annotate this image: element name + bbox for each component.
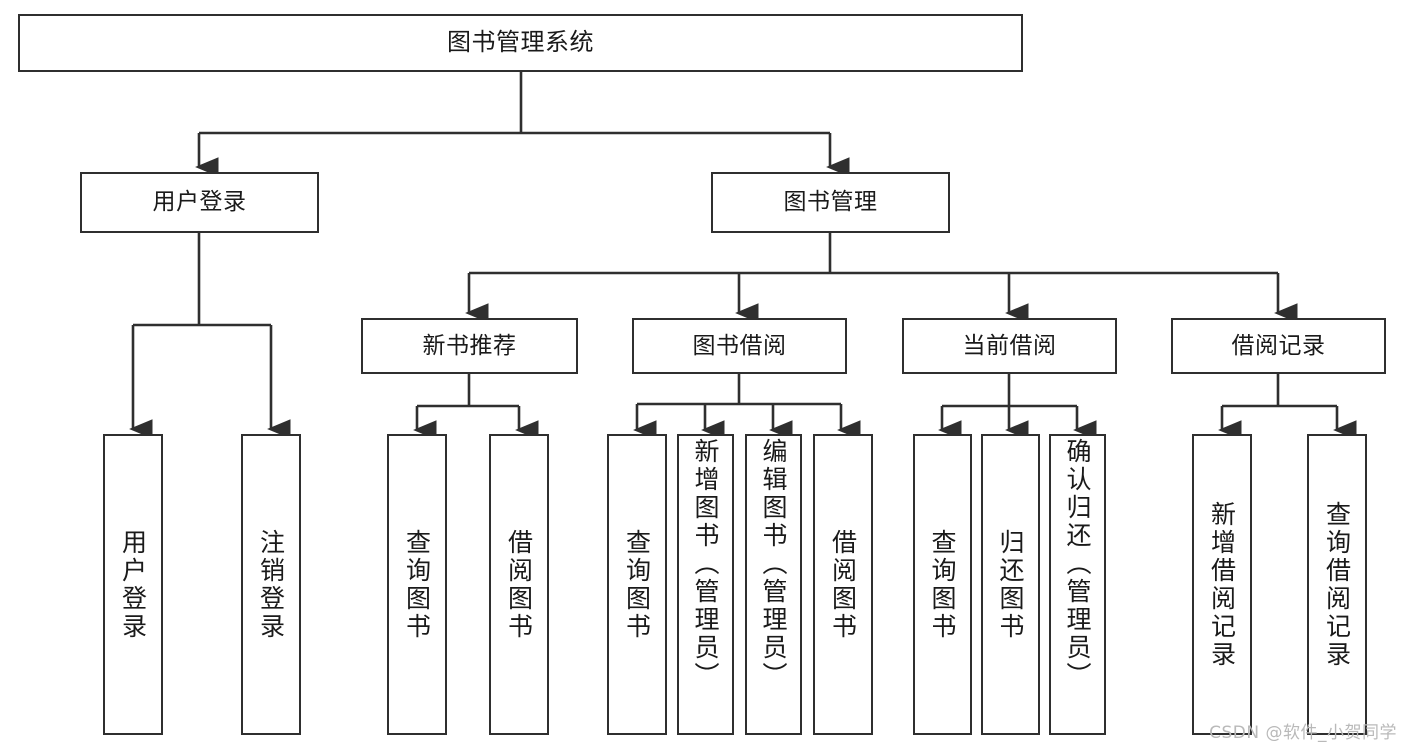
leaf-return-book[interactable]: 归还图书 [981, 434, 1040, 735]
node-root-book-management-system[interactable]: 图书管理系统 [18, 14, 1023, 72]
node-label: 确认归还（管理员） [1063, 438, 1092, 690]
node-book-borrowing[interactable]: 图书借阅 [632, 318, 847, 374]
leaf-logout[interactable]: 注销登录 [241, 434, 301, 735]
node-label: 查询图书 [622, 528, 652, 641]
leaf-edit-book-admin[interactable]: 编辑图书（管理员） [745, 434, 802, 735]
leaf-query-borrowing-record[interactable]: 查询借阅记录 [1307, 434, 1367, 735]
node-user-login[interactable]: 用户登录 [80, 172, 319, 233]
leaf-query-book-recommendation[interactable]: 查询图书 [387, 434, 447, 735]
node-label: 新增借阅记录 [1207, 500, 1237, 669]
csdn-watermark: CSDN @软件_小贺同学 [1209, 723, 1397, 743]
leaf-user-login[interactable]: 用户登录 [103, 434, 163, 735]
node-label: 查询图书 [928, 528, 957, 641]
node-current-borrowing[interactable]: 当前借阅 [902, 318, 1117, 374]
node-label: 用户登录 [152, 189, 247, 216]
leaf-query-book-current[interactable]: 查询图书 [913, 434, 972, 735]
node-label: 借阅记录 [1231, 332, 1326, 359]
node-label: 查询图书 [402, 528, 432, 641]
node-label: 新书推荐 [422, 332, 517, 359]
node-borrowing-record[interactable]: 借阅记录 [1171, 318, 1386, 374]
node-label: 归还图书 [996, 528, 1025, 641]
node-label: 查询借阅记录 [1322, 500, 1352, 669]
node-label: 借阅图书 [828, 528, 858, 641]
leaf-borrow-book-recommendation[interactable]: 借阅图书 [489, 434, 549, 735]
leaf-confirm-return-admin[interactable]: 确认归还（管理员） [1049, 434, 1106, 735]
node-label: 编辑图书（管理员） [759, 438, 788, 690]
leaf-borrow-book-borrowing[interactable]: 借阅图书 [813, 434, 873, 735]
leaf-query-book-borrowing[interactable]: 查询图书 [607, 434, 667, 735]
node-label: 借阅图书 [504, 528, 534, 641]
node-label: 图书借阅 [692, 332, 787, 359]
node-label: 新增图书（管理员） [691, 438, 720, 690]
node-label: 当前借阅 [962, 332, 1057, 359]
leaf-add-borrowing-record[interactable]: 新增借阅记录 [1192, 434, 1252, 735]
leaf-add-book-admin[interactable]: 新增图书（管理员） [677, 434, 734, 735]
node-new-book-recommendation[interactable]: 新书推荐 [361, 318, 578, 374]
node-label: 图书管理 [783, 189, 878, 216]
node-label: 图书管理系统 [447, 28, 594, 57]
node-label: 用户登录 [118, 528, 148, 641]
node-book-management[interactable]: 图书管理 [711, 172, 950, 233]
node-label: 注销登录 [256, 528, 286, 641]
